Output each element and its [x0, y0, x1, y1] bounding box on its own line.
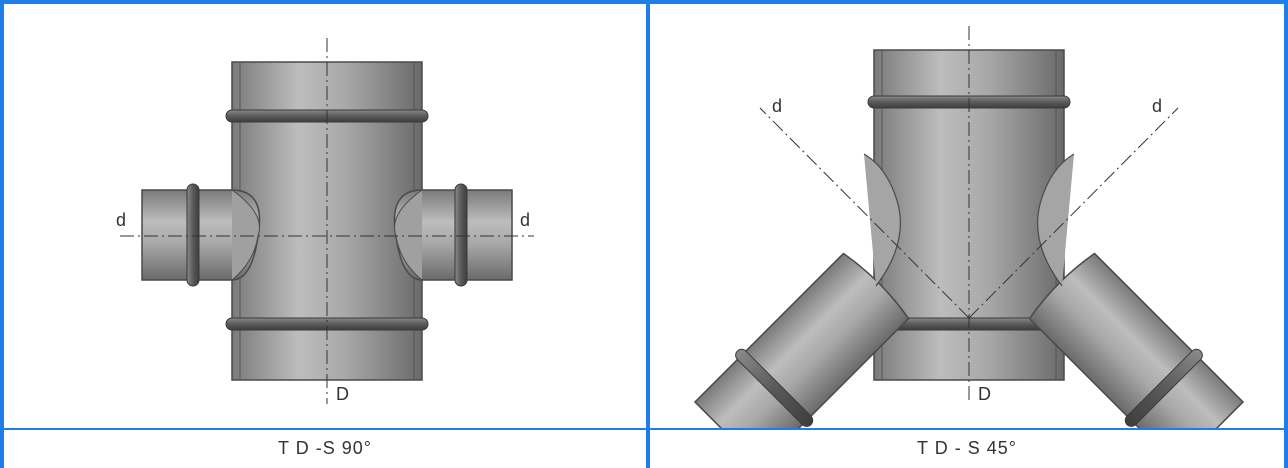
td-s-45-drawing: d d D	[693, 26, 1245, 468]
right-branch-ring	[454, 183, 468, 287]
table-border-caption	[0, 428, 1288, 430]
table-border-right	[1284, 0, 1288, 468]
right-branch-45-ring	[1124, 348, 1203, 427]
right-branch-45-label: d	[1152, 96, 1162, 116]
main-diameter-45-label: D	[978, 384, 991, 404]
figure-td-s-45: d d D	[650, 4, 1284, 468]
right-branch-45	[1028, 153, 1245, 468]
right-diagonal-axis-line	[968, 107, 1179, 319]
td-s-90-drawing: d d D	[116, 38, 534, 404]
table-border-top	[0, 0, 1288, 4]
table-border-middle	[646, 0, 650, 468]
right-branch	[393, 183, 513, 287]
caption-td-s-90: T D -S 90°	[278, 438, 372, 458]
left-branch-label: d	[116, 210, 126, 230]
right-branch-label: d	[520, 210, 530, 230]
left-branch-45	[693, 153, 910, 468]
figure-td-s-90: d d D	[4, 4, 646, 428]
left-branch-45-ring	[735, 348, 814, 427]
main-diameter-label: D	[336, 384, 349, 404]
left-branch-ring	[186, 183, 200, 287]
table-border-left	[0, 0, 4, 468]
caption-td-s-45: T D - S 45°	[917, 438, 1017, 458]
left-branch-45-label: d	[772, 96, 782, 116]
left-diagonal-axis-line	[759, 107, 970, 319]
left-branch	[141, 183, 261, 287]
